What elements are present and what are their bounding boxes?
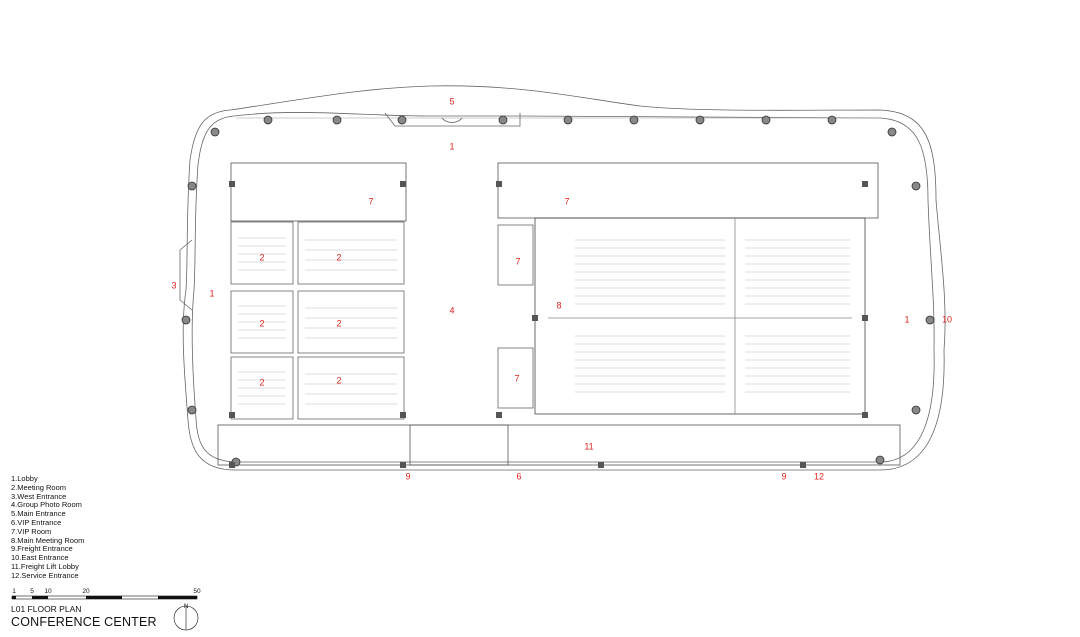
- label-east-entrance: 10: [941, 314, 953, 325]
- scale-label: 50: [193, 588, 201, 595]
- label-vip-room-1: 7: [368, 196, 374, 207]
- scale-bar: [11, 595, 198, 600]
- meeting-room-c1: [297, 221, 405, 285]
- legend: 1.Lobby 2.Meeting Room 3.West Entrance 4…: [11, 474, 85, 581]
- vip-room-b: [497, 347, 534, 409]
- north-label: N: [184, 604, 189, 610]
- legend-item: 12.Service Entrance: [11, 570, 79, 580]
- west-entrance-bay: [179, 239, 193, 311]
- label-lobby-west: 1: [209, 288, 215, 299]
- label-vip-room-2: 7: [564, 196, 570, 207]
- square-columns: [229, 181, 868, 468]
- legend-item: 9.Freight Entrance: [11, 544, 73, 554]
- label-freight-entrance-1: 9: [405, 471, 411, 482]
- meeting-room-c2: [297, 290, 405, 354]
- north-arrow-icon: [173, 605, 199, 631]
- legend-item: 2.Meeting Room: [11, 482, 67, 492]
- meeting-room-w2: [230, 290, 294, 354]
- legend-item: 7.VIP Room: [11, 526, 52, 536]
- west-north-service: [230, 162, 407, 222]
- scale-label: 10: [44, 588, 52, 595]
- legend-item: 3.West Entrance: [11, 491, 67, 501]
- legend-item: 1.Lobby: [11, 474, 38, 483]
- column-grid: [181, 115, 935, 467]
- scale-label: 1: [12, 588, 16, 595]
- label-meeting-room-w2: 2: [259, 318, 265, 329]
- label-lobby-north: 1: [449, 141, 455, 152]
- scale-label: 20: [82, 588, 90, 595]
- legend-item: 4.Group Photo Room: [11, 500, 82, 510]
- main-meeting-hall: [534, 217, 866, 415]
- east-north-service: [497, 162, 879, 219]
- label-vip-room-3: 7: [515, 256, 521, 267]
- label-freight-entrance-2: 9: [781, 471, 787, 482]
- meeting-room-w3: [230, 356, 294, 420]
- label-freight-lift-lobby: 11: [584, 441, 594, 452]
- label-meeting-room-c1: 2: [336, 252, 342, 263]
- building-outline-inner: [191, 112, 935, 463]
- west-south-service: [217, 424, 509, 466]
- label-lobby-east: 1: [904, 314, 910, 325]
- east-south-service: [409, 424, 901, 466]
- main-entrance-door: [441, 117, 463, 123]
- building-outline: [182, 85, 946, 471]
- meeting-room-c3: [297, 356, 405, 420]
- label-service-entrance: 12: [813, 471, 825, 482]
- label-main-meeting-room: 8: [556, 300, 562, 311]
- label-group-photo-room: 4: [449, 305, 455, 316]
- label-meeting-room-w3: 2: [259, 377, 265, 388]
- label-meeting-room-c3: 2: [336, 375, 342, 386]
- legend-item: 11.Freight Lift Lobby: [11, 561, 79, 571]
- main-entrance-canopy: [384, 112, 521, 127]
- scale-label: 5: [30, 588, 34, 595]
- legend-item: 8.Main Meeting Room: [11, 535, 85, 545]
- label-meeting-room-w1: 2: [259, 252, 265, 263]
- plan-level-label: L01 FLOOR PLAN: [11, 604, 82, 614]
- label-main-entrance: 5: [449, 96, 455, 107]
- seating-pattern: [238, 237, 850, 405]
- meeting-room-w1: [230, 221, 294, 285]
- legend-item: 10.East Entrance: [11, 553, 69, 563]
- legend-item: 5.Main Entrance: [11, 509, 66, 519]
- legend-item: 6.VIP Entrance: [11, 517, 62, 527]
- label-vip-entrance: 6: [516, 471, 522, 482]
- vip-room-a: [497, 224, 534, 286]
- plan-title: CONFERENCE CENTER: [11, 615, 157, 629]
- label-west-entrance: 3: [171, 280, 177, 291]
- label-vip-room-4: 7: [514, 373, 520, 384]
- label-meeting-room-c2: 2: [336, 318, 342, 329]
